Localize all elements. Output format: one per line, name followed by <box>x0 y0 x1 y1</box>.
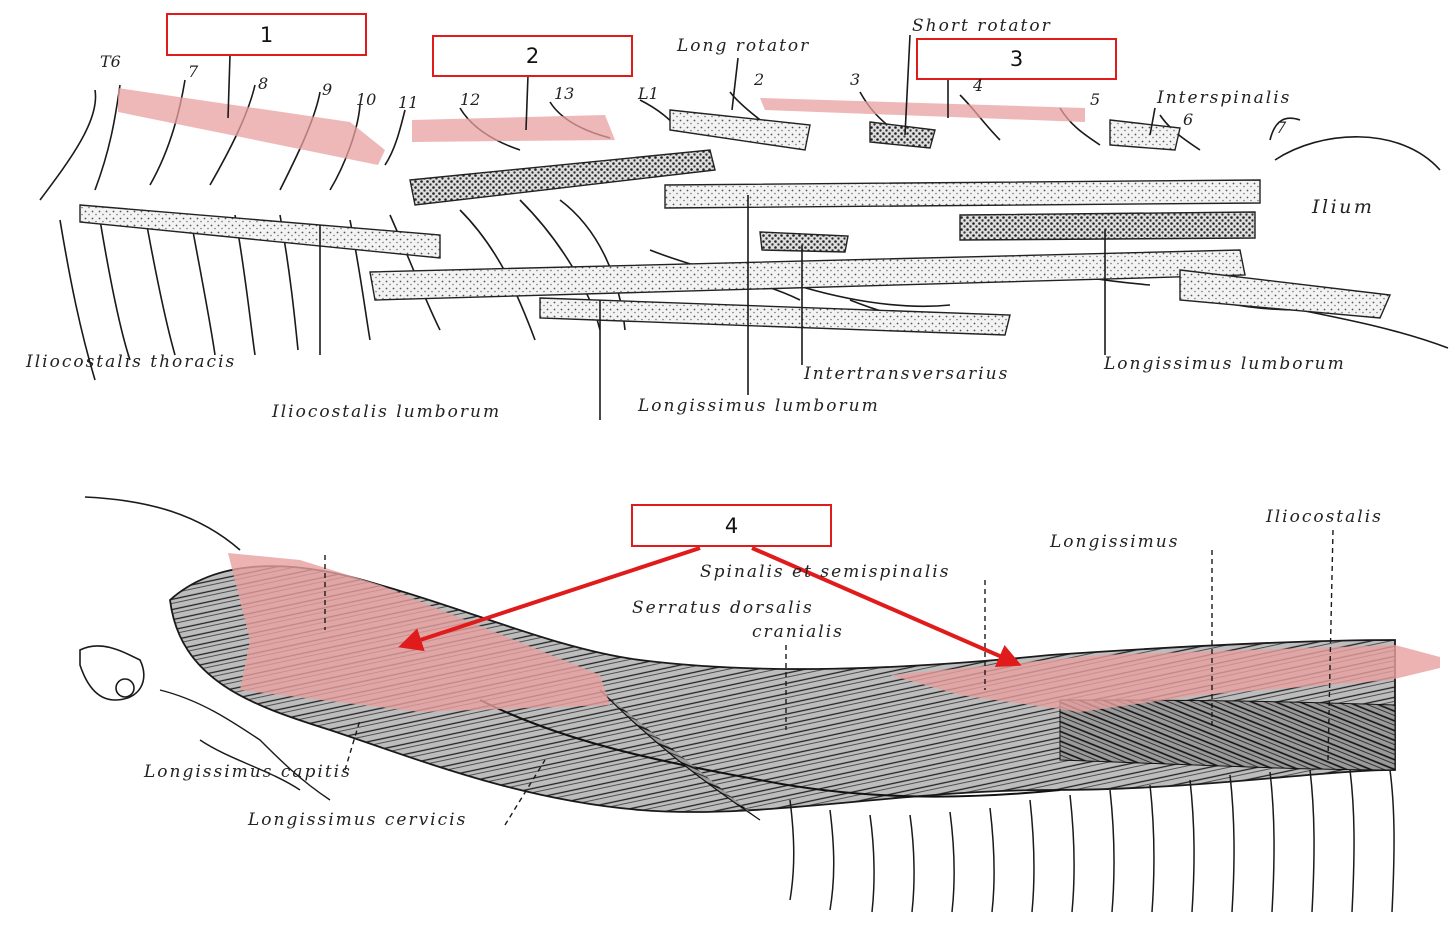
vertebra-label: 13 <box>554 86 574 102</box>
callout-box-1: 1 <box>166 13 367 56</box>
highlight-region-3 <box>760 98 1085 122</box>
label-longissimus-lumborum-center: Longissimus lumborum <box>638 398 880 415</box>
label-longissimus-lumborum-right: Longissimus lumborum <box>1104 356 1346 373</box>
vertebra-label: L1 <box>638 86 659 102</box>
label-serratus-line2: cranialis <box>752 624 844 641</box>
label-longissimus: Longissimus <box>1050 534 1179 551</box>
label-long-rotator: Long rotator <box>677 38 810 55</box>
label-longissimus-capitis: Longissimus capitis <box>144 764 352 781</box>
label-iliocostalis-lumborum: Iliocostalis lumborum <box>272 404 501 421</box>
vertebra-label: 6 <box>1183 112 1193 128</box>
vertebra-label: 11 <box>398 95 418 111</box>
label-intertransversarius: Intertransversarius <box>804 366 1009 383</box>
vertebra-label: 7 <box>188 64 198 80</box>
callout-box-3: 3 <box>916 38 1117 80</box>
vertebra-label: 10 <box>356 92 376 108</box>
vertebra-label: T6 <box>100 54 121 70</box>
vertebra-label: 12 <box>460 92 480 108</box>
label-serratus-line1: Serratus dorsalis <box>632 600 814 617</box>
highlight-region-2 <box>412 115 615 142</box>
vertebra-label: 5 <box>1090 92 1100 108</box>
label-iliocostalis-thoracis: Iliocostalis thoracis <box>26 354 236 371</box>
callout-box-2: 2 <box>432 35 633 77</box>
vertebra-label: 3 <box>850 72 860 88</box>
vertebra-label: 2 <box>754 72 764 88</box>
label-short-rotator: Short rotator <box>912 18 1052 35</box>
label-longissimus-cervicis: Longissimus cervicis <box>248 812 467 829</box>
upper-highlights <box>118 88 1085 165</box>
vertebra-label: 7 <box>1276 120 1286 136</box>
highlight-region-4a <box>228 553 610 712</box>
label-iliocostalis: Iliocostalis <box>1266 509 1383 526</box>
vertebra-label: 8 <box>258 76 268 92</box>
label-interspinalis: Interspinalis <box>1157 90 1291 107</box>
lower-muscle-figure <box>80 497 1440 912</box>
vertebra-label: 9 <box>322 82 332 98</box>
label-spinalis-semispinalis: Spinalis et semispinalis <box>700 564 950 581</box>
callout-box-4: 4 <box>631 504 832 547</box>
vertebra-label: 4 <box>973 78 983 94</box>
label-ilium: Ilium <box>1312 198 1374 217</box>
